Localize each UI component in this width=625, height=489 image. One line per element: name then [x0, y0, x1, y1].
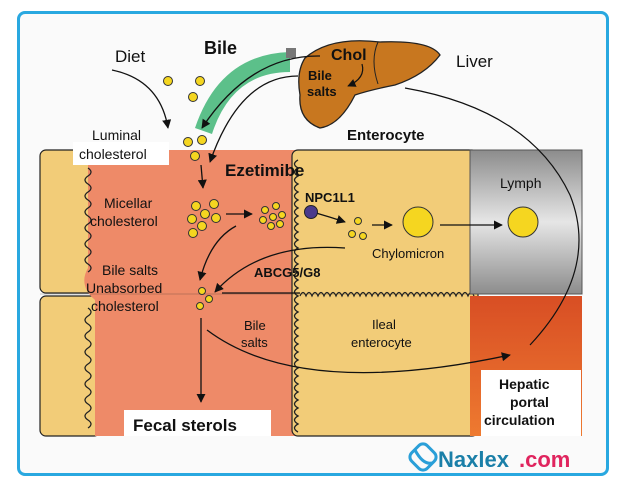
label-micellar-2: cholesterol — [90, 213, 158, 229]
arrow-to-micelle — [197, 164, 207, 189]
naxlex-tld-text: .com — [519, 447, 570, 472]
arrow-portal-to-liver — [404, 87, 580, 346]
arrow-bile-flow — [201, 55, 321, 129]
arrow-bile-salts-return — [208, 75, 299, 163]
label-liver: Liver — [456, 52, 493, 71]
label-chol: Chol — [331, 47, 367, 64]
label-ezetimibe: Ezetimibe — [225, 161, 304, 180]
naxlex-logo-icon — [408, 442, 438, 472]
label-hepatic-2: portal — [510, 394, 549, 410]
label-micellar-1: Micellar — [104, 195, 153, 211]
tight-junction — [299, 291, 475, 298]
label-ileal-2: enterocyte — [351, 335, 412, 350]
label-luminal-2: cholesterol — [79, 146, 147, 162]
label-abcg5-g8: ABCG5/G8 — [254, 265, 320, 280]
arrow-chol-to-bile-salts — [347, 63, 364, 87]
cholesterol-dots — [163, 76, 367, 310]
label-unabsorbed-3: cholesterol — [91, 298, 159, 314]
label-ileal-1: Ileal — [372, 317, 396, 332]
npc1l1-transporter — [304, 205, 318, 219]
brush-border-left — [84, 167, 92, 429]
arrow-micelle-to-unabsorbed — [197, 225, 237, 281]
arrow-diet — [111, 69, 172, 129]
label-fecal-sterols: Fecal sterols — [133, 416, 237, 435]
label-lumen-bile-salts-1: Bile — [244, 318, 266, 333]
label-lumen-bile-salts-2: salts — [241, 335, 268, 350]
label-unabsorbed-2: Unabsorbed — [86, 280, 162, 296]
arrow-abcg-efflux — [214, 246, 346, 293]
brush-border-right — [293, 159, 300, 433]
label-diet: Diet — [115, 47, 146, 66]
arrow-bile-salts-reabsorb — [206, 329, 511, 374]
chylomicron — [402, 206, 434, 238]
label-unabsorbed-1: Bile salts — [102, 262, 158, 278]
liver — [298, 40, 441, 129]
chylomicron-lymph — [507, 206, 539, 238]
label-liver-bile-salts-1: Bile — [308, 68, 332, 83]
naxlex-logo: Naxlex .com — [408, 442, 570, 472]
label-bile: Bile — [204, 38, 237, 58]
label-liver-bile-salts-2: salts — [307, 84, 337, 99]
bile-duct-valve — [286, 48, 296, 58]
label-hepatic-1: Hepatic — [499, 376, 550, 392]
label-lymph: Lymph — [500, 175, 542, 191]
intestinal-lumen — [84, 150, 300, 436]
arrow-npc-uptake — [315, 212, 346, 224]
bile-duct — [195, 52, 290, 134]
label-luminal-1: Luminal — [92, 127, 141, 143]
naxlex-brand-text: Naxlex — [438, 447, 510, 472]
label-hepatic-3: circulation — [484, 412, 555, 428]
label-enterocyte: Enterocyte — [347, 127, 425, 144]
label-npc1l1: NPC1L1 — [305, 190, 355, 205]
villus-lower — [39, 295, 101, 437]
label-chylomicron: Chylomicron — [372, 246, 444, 261]
